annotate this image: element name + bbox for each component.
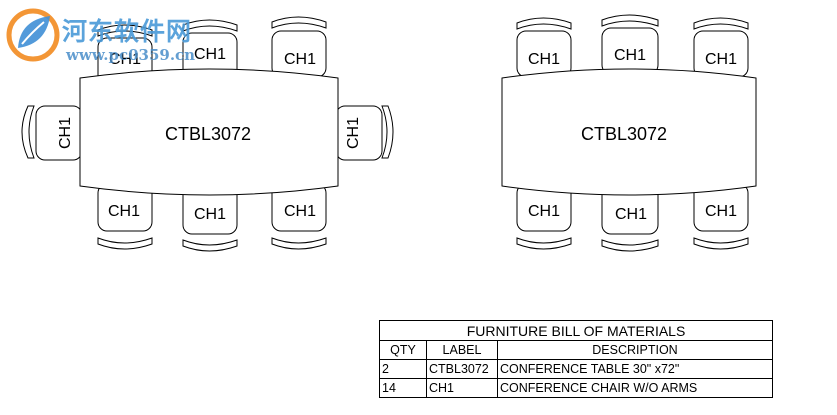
chair-side-left: CH1 (21, 105, 83, 161)
chair-top-right-2: CH1 (601, 14, 659, 75)
chair-label: CH1 (528, 51, 560, 68)
bom-description: CONFERENCE CHAIR W/O ARMS (497, 378, 773, 398)
bill-of-materials-table: FURNITURE BILL OF MATERIALS QTY LABEL DE… (379, 320, 773, 398)
chair-label: CH1 (705, 203, 737, 220)
table-label: CTBL3072 (165, 124, 251, 144)
chair-label: CH1 (284, 51, 316, 68)
table-top-left (79, 68, 339, 196)
chair-bottom-right-1: CH1 (516, 183, 572, 250)
bom-header-label: LABEL (426, 340, 498, 360)
chair-bottom-left-3: CH1 (271, 183, 327, 250)
bom-qty: 14 (379, 378, 427, 398)
chair-label: CH1 (109, 51, 141, 68)
chair-label: CH1 (194, 206, 226, 223)
chair-label: CH1 (194, 46, 226, 63)
chair-label: CH1 (345, 117, 362, 149)
chair-label: CH1 (108, 203, 140, 220)
table-label: CTBL3072 (581, 124, 667, 144)
table-group-left: CH1 CH1 CH1 CH1 CH1 CH1 (21, 16, 394, 252)
table-row: 14 CH1 CONFERENCE CHAIR W/O ARMS (379, 378, 773, 398)
table-top-right (501, 68, 757, 196)
chair-bottom-right-3: CH1 (693, 183, 749, 250)
chair-bottom-right-2: CH1 (601, 185, 659, 252)
chair-side-right: CH1 (335, 105, 394, 161)
chair-top-right-1: CH1 (516, 17, 572, 78)
bom-qty: 2 (379, 359, 427, 379)
chair-top-left-2: CH1 (182, 19, 238, 80)
bom-header-description: DESCRIPTION (497, 340, 773, 360)
chair-label: CH1 (284, 203, 316, 220)
bom-description: CONFERENCE TABLE 30" x72" (497, 359, 773, 379)
chair-top-left-3: CH1 (271, 16, 327, 78)
chair-bottom-left-1: CH1 (97, 183, 153, 250)
chair-label: CH1 (614, 47, 646, 64)
chair-bottom-left-2: CH1 (182, 185, 238, 252)
leaf-logo-icon (6, 8, 60, 62)
watermark-title: 河东软件网 (62, 17, 193, 46)
table-row: 2 CTBL3072 CONFERENCE TABLE 30" x72" (379, 359, 773, 379)
watermark-url: www.pc0359.cn (66, 46, 196, 64)
chair-label: CH1 (615, 206, 647, 223)
bom-header-qty: QTY (379, 340, 427, 360)
chair-top-right-3: CH1 (693, 17, 749, 78)
watermark: 河东软件网 www.pc0359.cn (0, 0, 230, 72)
chair-label: CH1 (705, 51, 737, 68)
table-group-right: CH1 CH1 CH1 CH1 CH1 CH1 CTBL3072 (501, 14, 757, 252)
chair-label: CH1 (528, 203, 560, 220)
bom-label: CTBL3072 (426, 359, 498, 379)
bom-label: CH1 (426, 378, 498, 398)
bom-title: FURNITURE BILL OF MATERIALS (379, 320, 773, 341)
chair-label: CH1 (57, 117, 74, 149)
